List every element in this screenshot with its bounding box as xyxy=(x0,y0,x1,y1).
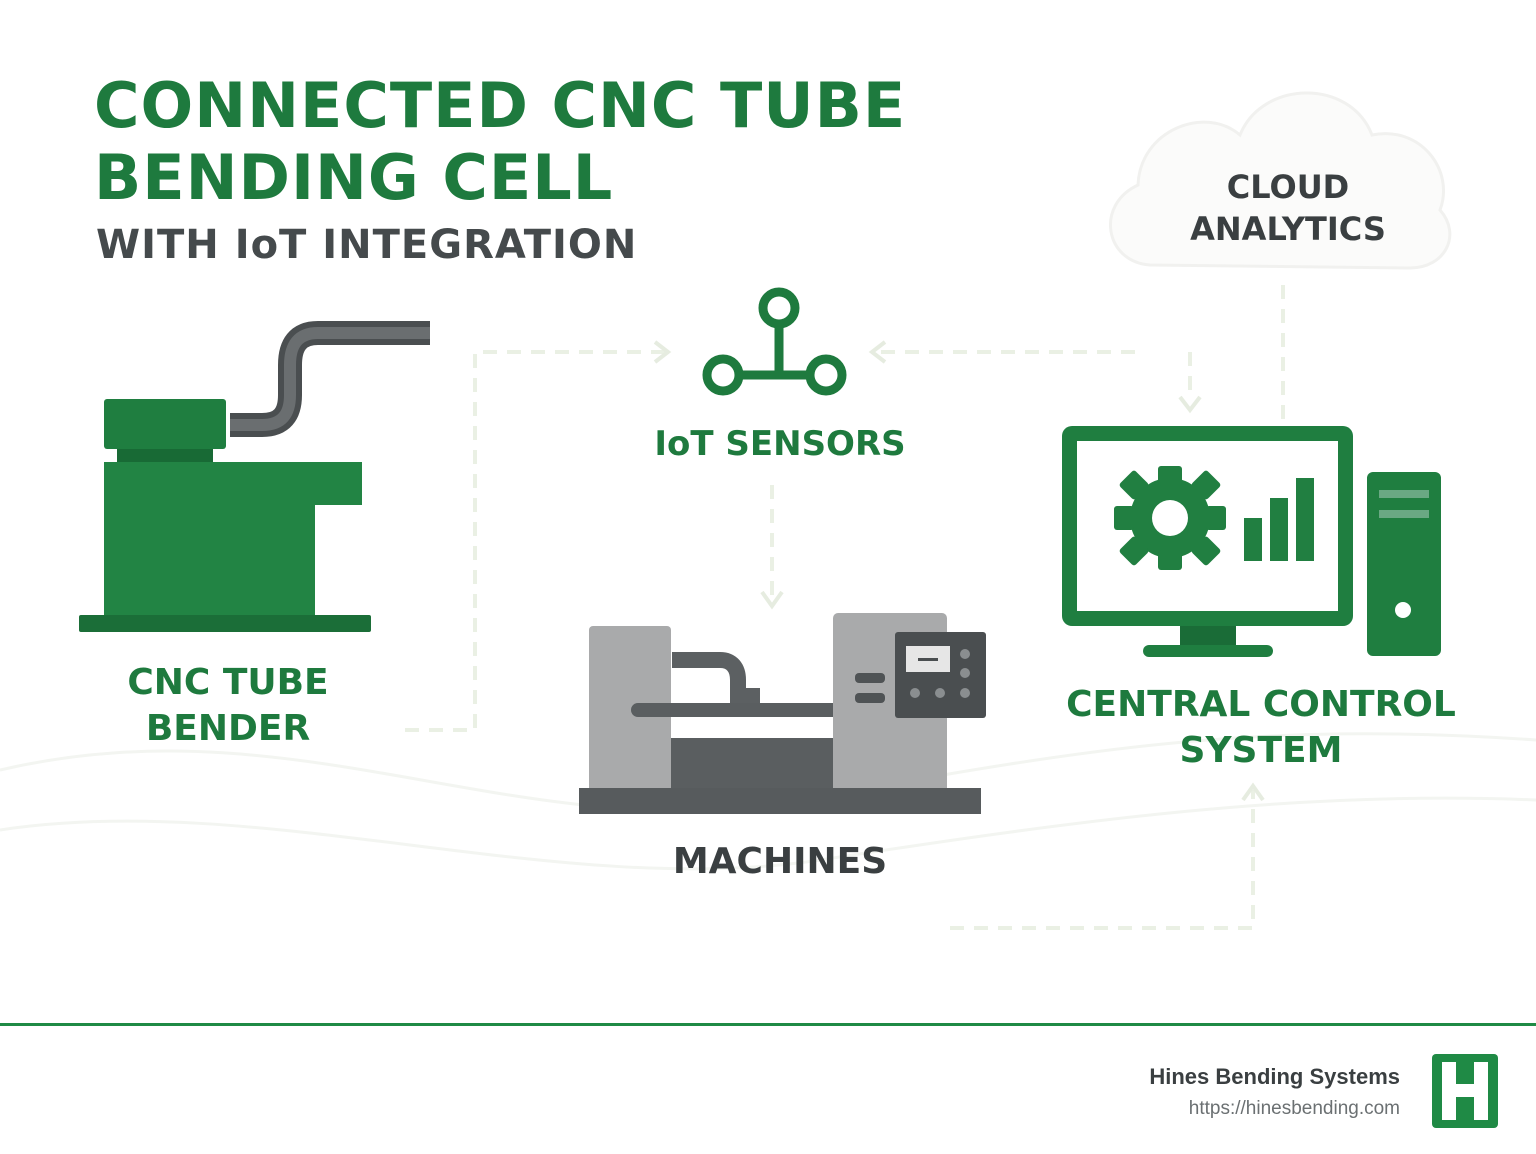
machines-label: MACHINES xyxy=(672,841,888,882)
hines-logo-icon xyxy=(1432,1054,1498,1128)
bar-chart-icon xyxy=(1244,478,1314,561)
arrowheads xyxy=(653,340,1265,802)
cnc-tube-bender-label: CNC TUBE BENDER xyxy=(127,662,329,749)
connector-bender-sensors xyxy=(405,350,665,732)
page-title: CONNECTED CNC TUBE BENDING CELL xyxy=(94,69,907,214)
gear-icon xyxy=(1114,466,1226,570)
iot-sensors-label: IoT SENSORS xyxy=(654,424,906,464)
iot-node-icon xyxy=(702,287,847,396)
connector-machines-control xyxy=(950,790,1255,930)
company-name: Hines Bending Systems xyxy=(1149,1064,1400,1089)
central-control-system-label: CENTRAL CONTROL SYSTEM xyxy=(1066,684,1456,771)
computer-tower-icon xyxy=(1367,472,1441,656)
page-subtitle: WITH IoT INTEGRATION xyxy=(96,222,638,268)
tube-bender-icon xyxy=(79,321,430,632)
connectors xyxy=(405,285,1285,930)
cloud-icon xyxy=(1109,91,1452,270)
footer-divider xyxy=(0,1023,1536,1026)
company-url[interactable]: https://hinesbending.com xyxy=(1188,1098,1400,1119)
computer-monitor-icon xyxy=(1062,426,1441,657)
machine-icon xyxy=(579,613,986,814)
cloud-analytics-label: CLOUD ANALYTICS xyxy=(1190,168,1386,248)
